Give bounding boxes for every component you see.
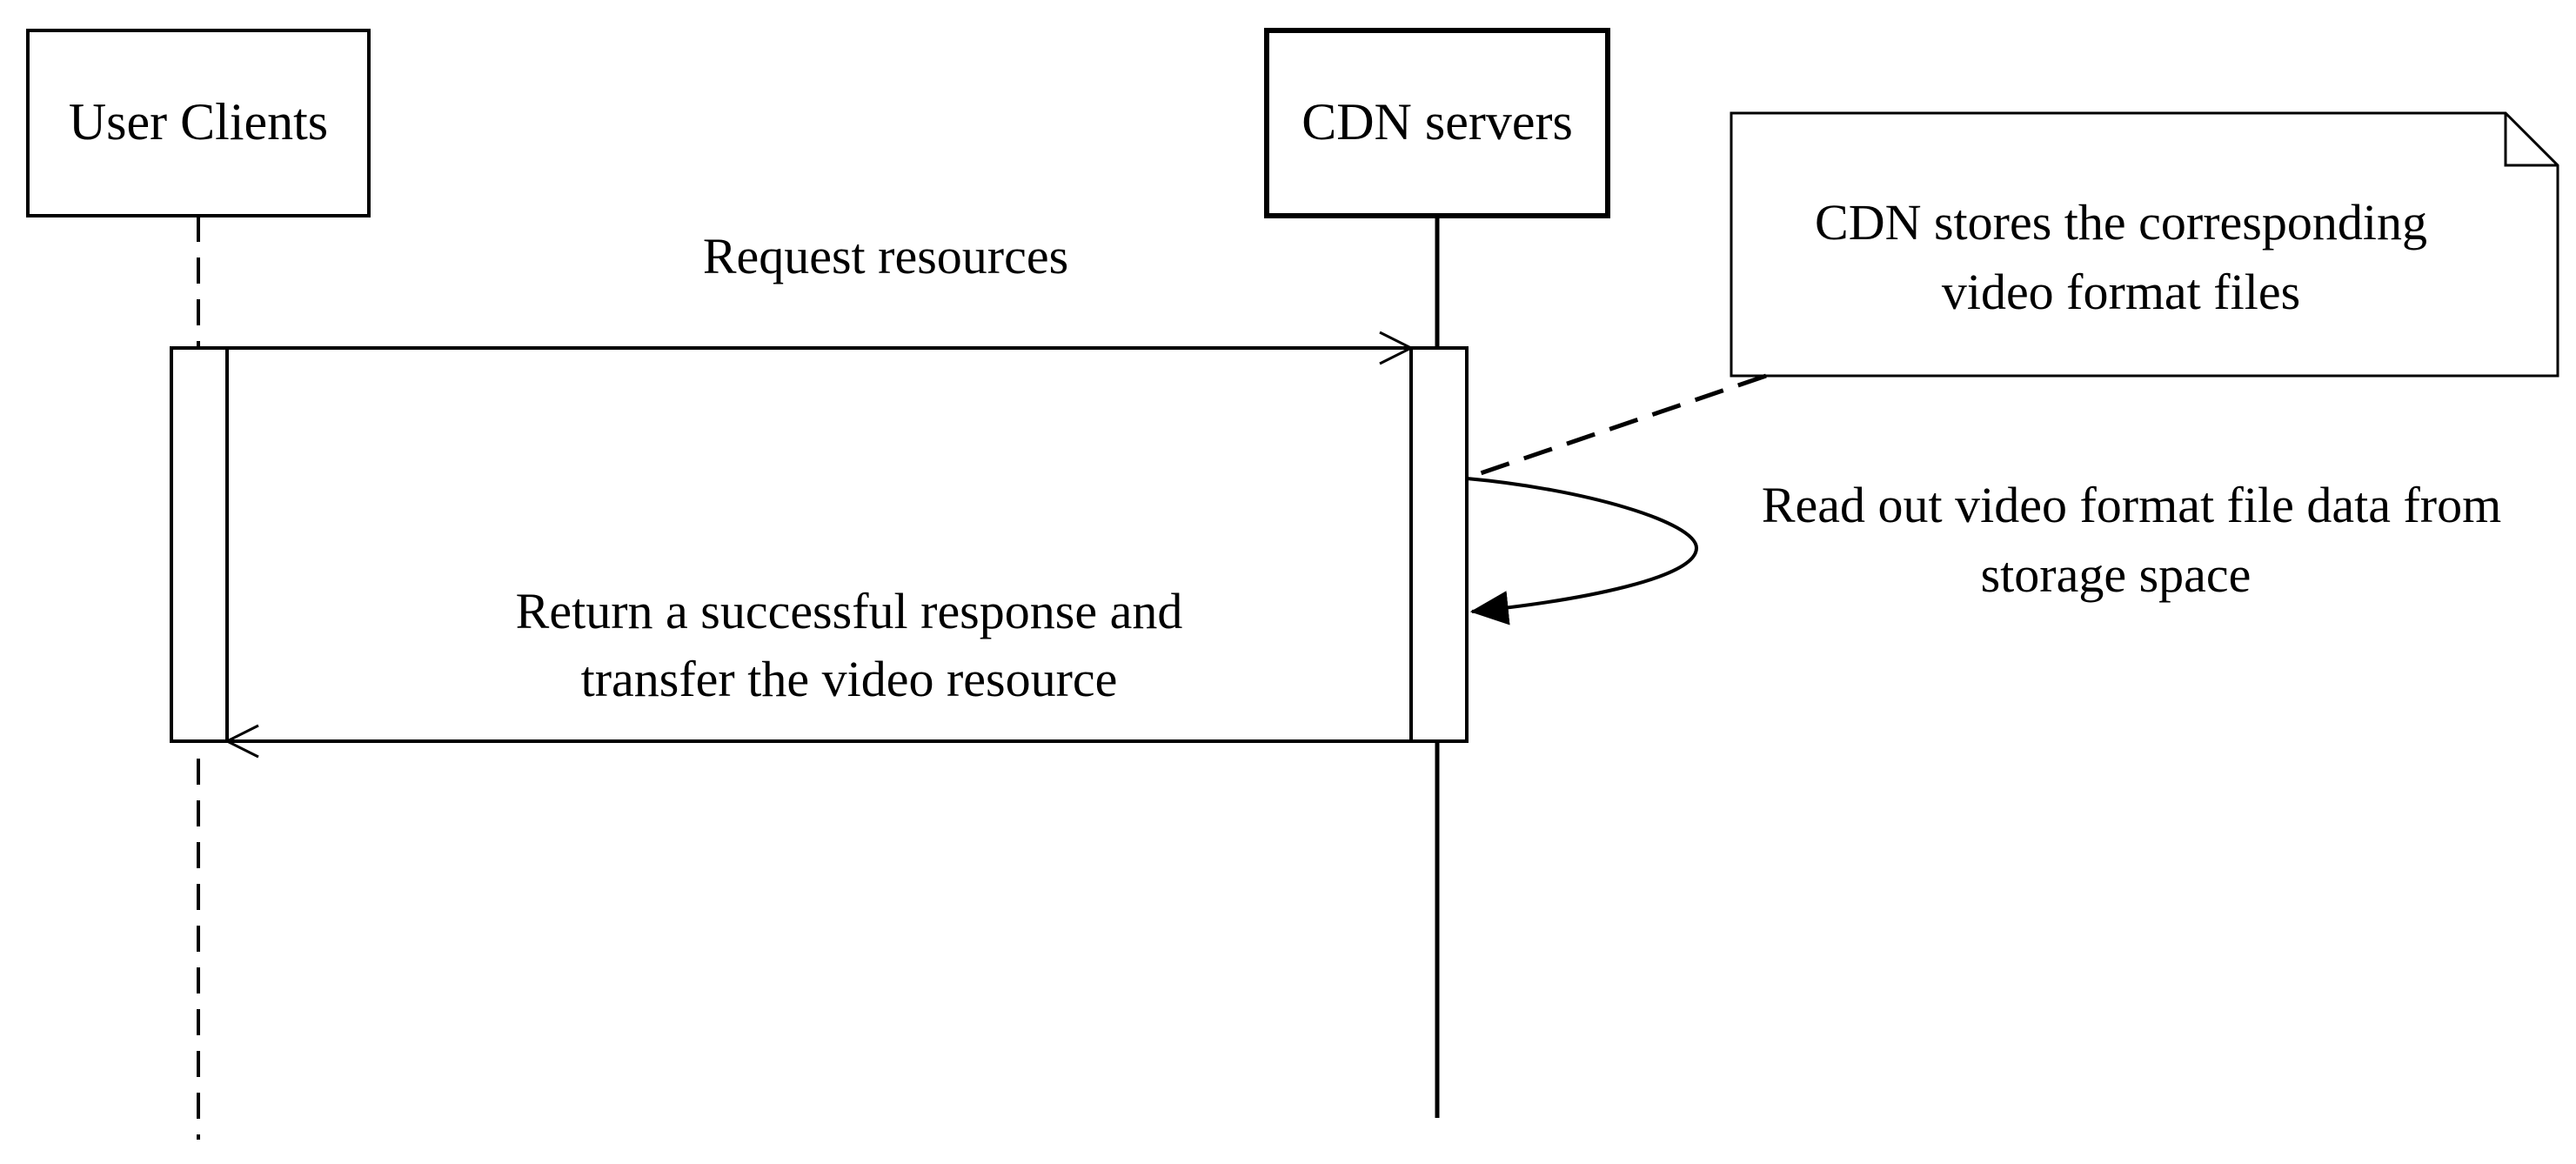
message-self-call-label-line-1: Read out video format file data from	[1762, 477, 2501, 533]
message-request-label: Request resources	[703, 228, 1068, 284]
message-self-call-arrow	[1466, 477, 1699, 625]
note-box	[1730, 111, 2559, 378]
participant-cdn-servers-box	[1264, 28, 1610, 218]
participant-cdn-servers-label: CDN servers	[1301, 93, 1573, 151]
participant-user-clients-label: User Clients	[69, 93, 328, 151]
participant-user-clients-box	[26, 29, 371, 217]
message-self-call-label-line-2: storage space	[1981, 546, 2251, 603]
message-response-label-line-1: Return a successful response and	[516, 583, 1183, 639]
note-text-line-1: CDN stores the corresponding	[1815, 194, 2427, 251]
note-connector	[1469, 373, 1767, 479]
note-folded-corner	[2504, 113, 2558, 167]
note-text-line-2: video format files	[1942, 264, 2300, 320]
message-response-label-line-2: transfer the video resource	[581, 651, 1118, 707]
activation-bar-cdn-servers	[1409, 346, 1469, 743]
activation-bar-user-clients	[170, 346, 229, 743]
